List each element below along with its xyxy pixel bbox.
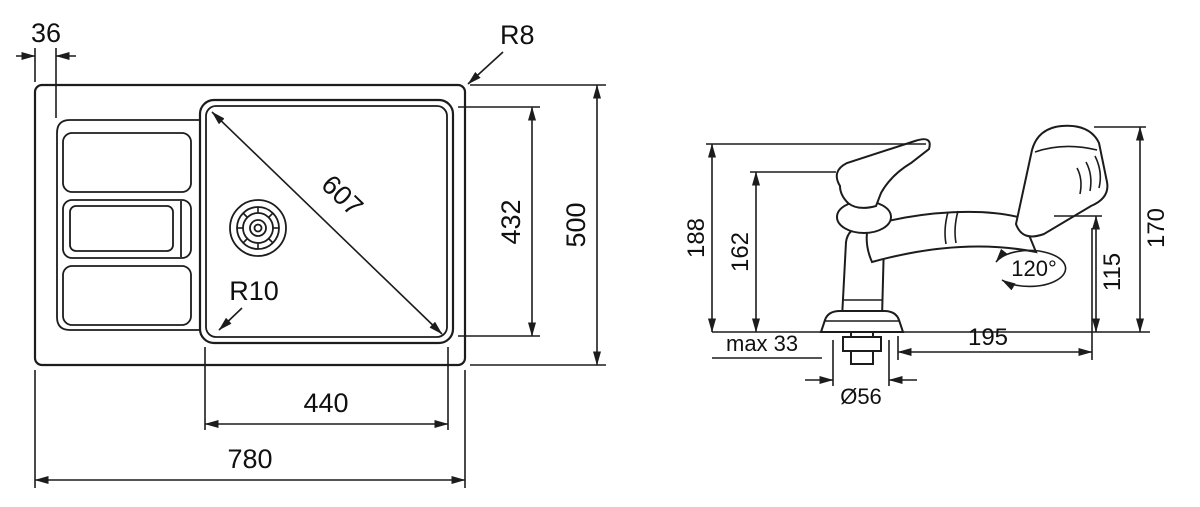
dim-total-height: 188: [683, 143, 926, 333]
drainboard-groove-bottom: [62, 265, 192, 326]
dim-label-r10: R10: [229, 276, 279, 306]
dim-bowl-width: 440: [204, 347, 449, 430]
drainboard-groove-middle-inner: [69, 205, 174, 252]
dim-swivel-angle: 120°: [995, 248, 1067, 291]
faucet-dimensions: 188 162 max 33 Ø56 195 115: [683, 126, 1170, 409]
rotation-arrow: [995, 248, 1067, 291]
dim-label-120deg: 120°: [1011, 256, 1057, 281]
sink-outer-edge: [33, 83, 467, 367]
dim-label-36: 36: [31, 18, 61, 48]
faucet-lever-handle: [835, 138, 931, 209]
spray-face-rib: [1094, 155, 1102, 189]
dim-label-432: 432: [496, 199, 526, 244]
drain-center: [253, 223, 263, 233]
dim-outlet-height: 115: [1054, 215, 1126, 333]
dim-label-440: 440: [303, 388, 348, 418]
dim-label-500: 500: [561, 202, 591, 247]
dim-edge-offset: 36: [16, 18, 76, 118]
sink-top-view: [33, 83, 467, 367]
faucet-mounting-nut: [842, 336, 882, 352]
drainboard-contour: [56, 119, 200, 331]
dim-base-diameter: Ø56: [805, 340, 917, 409]
leader-line: [467, 51, 504, 85]
spray-face-rib: [1085, 161, 1092, 192]
bowl-outer-rim: [198, 98, 455, 345]
dim-outer-radius: R8: [467, 20, 535, 85]
dim-label-195: 195: [968, 324, 1008, 351]
dim-label-780: 780: [227, 444, 272, 474]
dim-label-162: 162: [727, 232, 754, 272]
faucet-spout: [865, 210, 1038, 264]
bowl-diagonal-line: [211, 111, 443, 335]
dim-label-d56: Ø56: [840, 384, 882, 409]
bowl-inner-rim: [205, 105, 448, 338]
dim-label-115: 115: [1099, 253, 1126, 291]
dim-label-188: 188: [683, 218, 710, 258]
dim-head-height: 170: [1094, 126, 1170, 333]
drain-strainer: [229, 199, 287, 257]
spray-head-seam: [1034, 145, 1098, 153]
dim-body-height: 162: [727, 171, 836, 333]
drainboard-groove-top: [62, 132, 192, 193]
faucet-side-view: [712, 124, 1150, 365]
dim-label-r8: R8: [500, 20, 535, 50]
drain-ring-4: [249, 219, 267, 237]
spout-joint-line: [944, 211, 949, 245]
dim-overall-width: 780: [34, 370, 466, 488]
dim-label-170: 170: [1143, 208, 1170, 248]
dim-bowl-depth: 432: [458, 106, 540, 337]
sink-dimensions: 36 R8 607 R10 432 500: [16, 18, 606, 488]
dim-bowl-radius: R10: [218, 276, 279, 331]
dim-label-607: 607: [316, 169, 369, 222]
drain-ring-3: [242, 212, 274, 244]
spout-joint-line: [954, 210, 959, 244]
spray-face-rib: [1076, 167, 1082, 195]
pullout-spray-head: [1014, 124, 1109, 238]
dim-label-max33: max 33: [726, 331, 798, 356]
leader-line: [218, 307, 243, 331]
dim-overall-depth: 500: [470, 84, 606, 366]
drainboard-groove-middle: [62, 199, 192, 259]
